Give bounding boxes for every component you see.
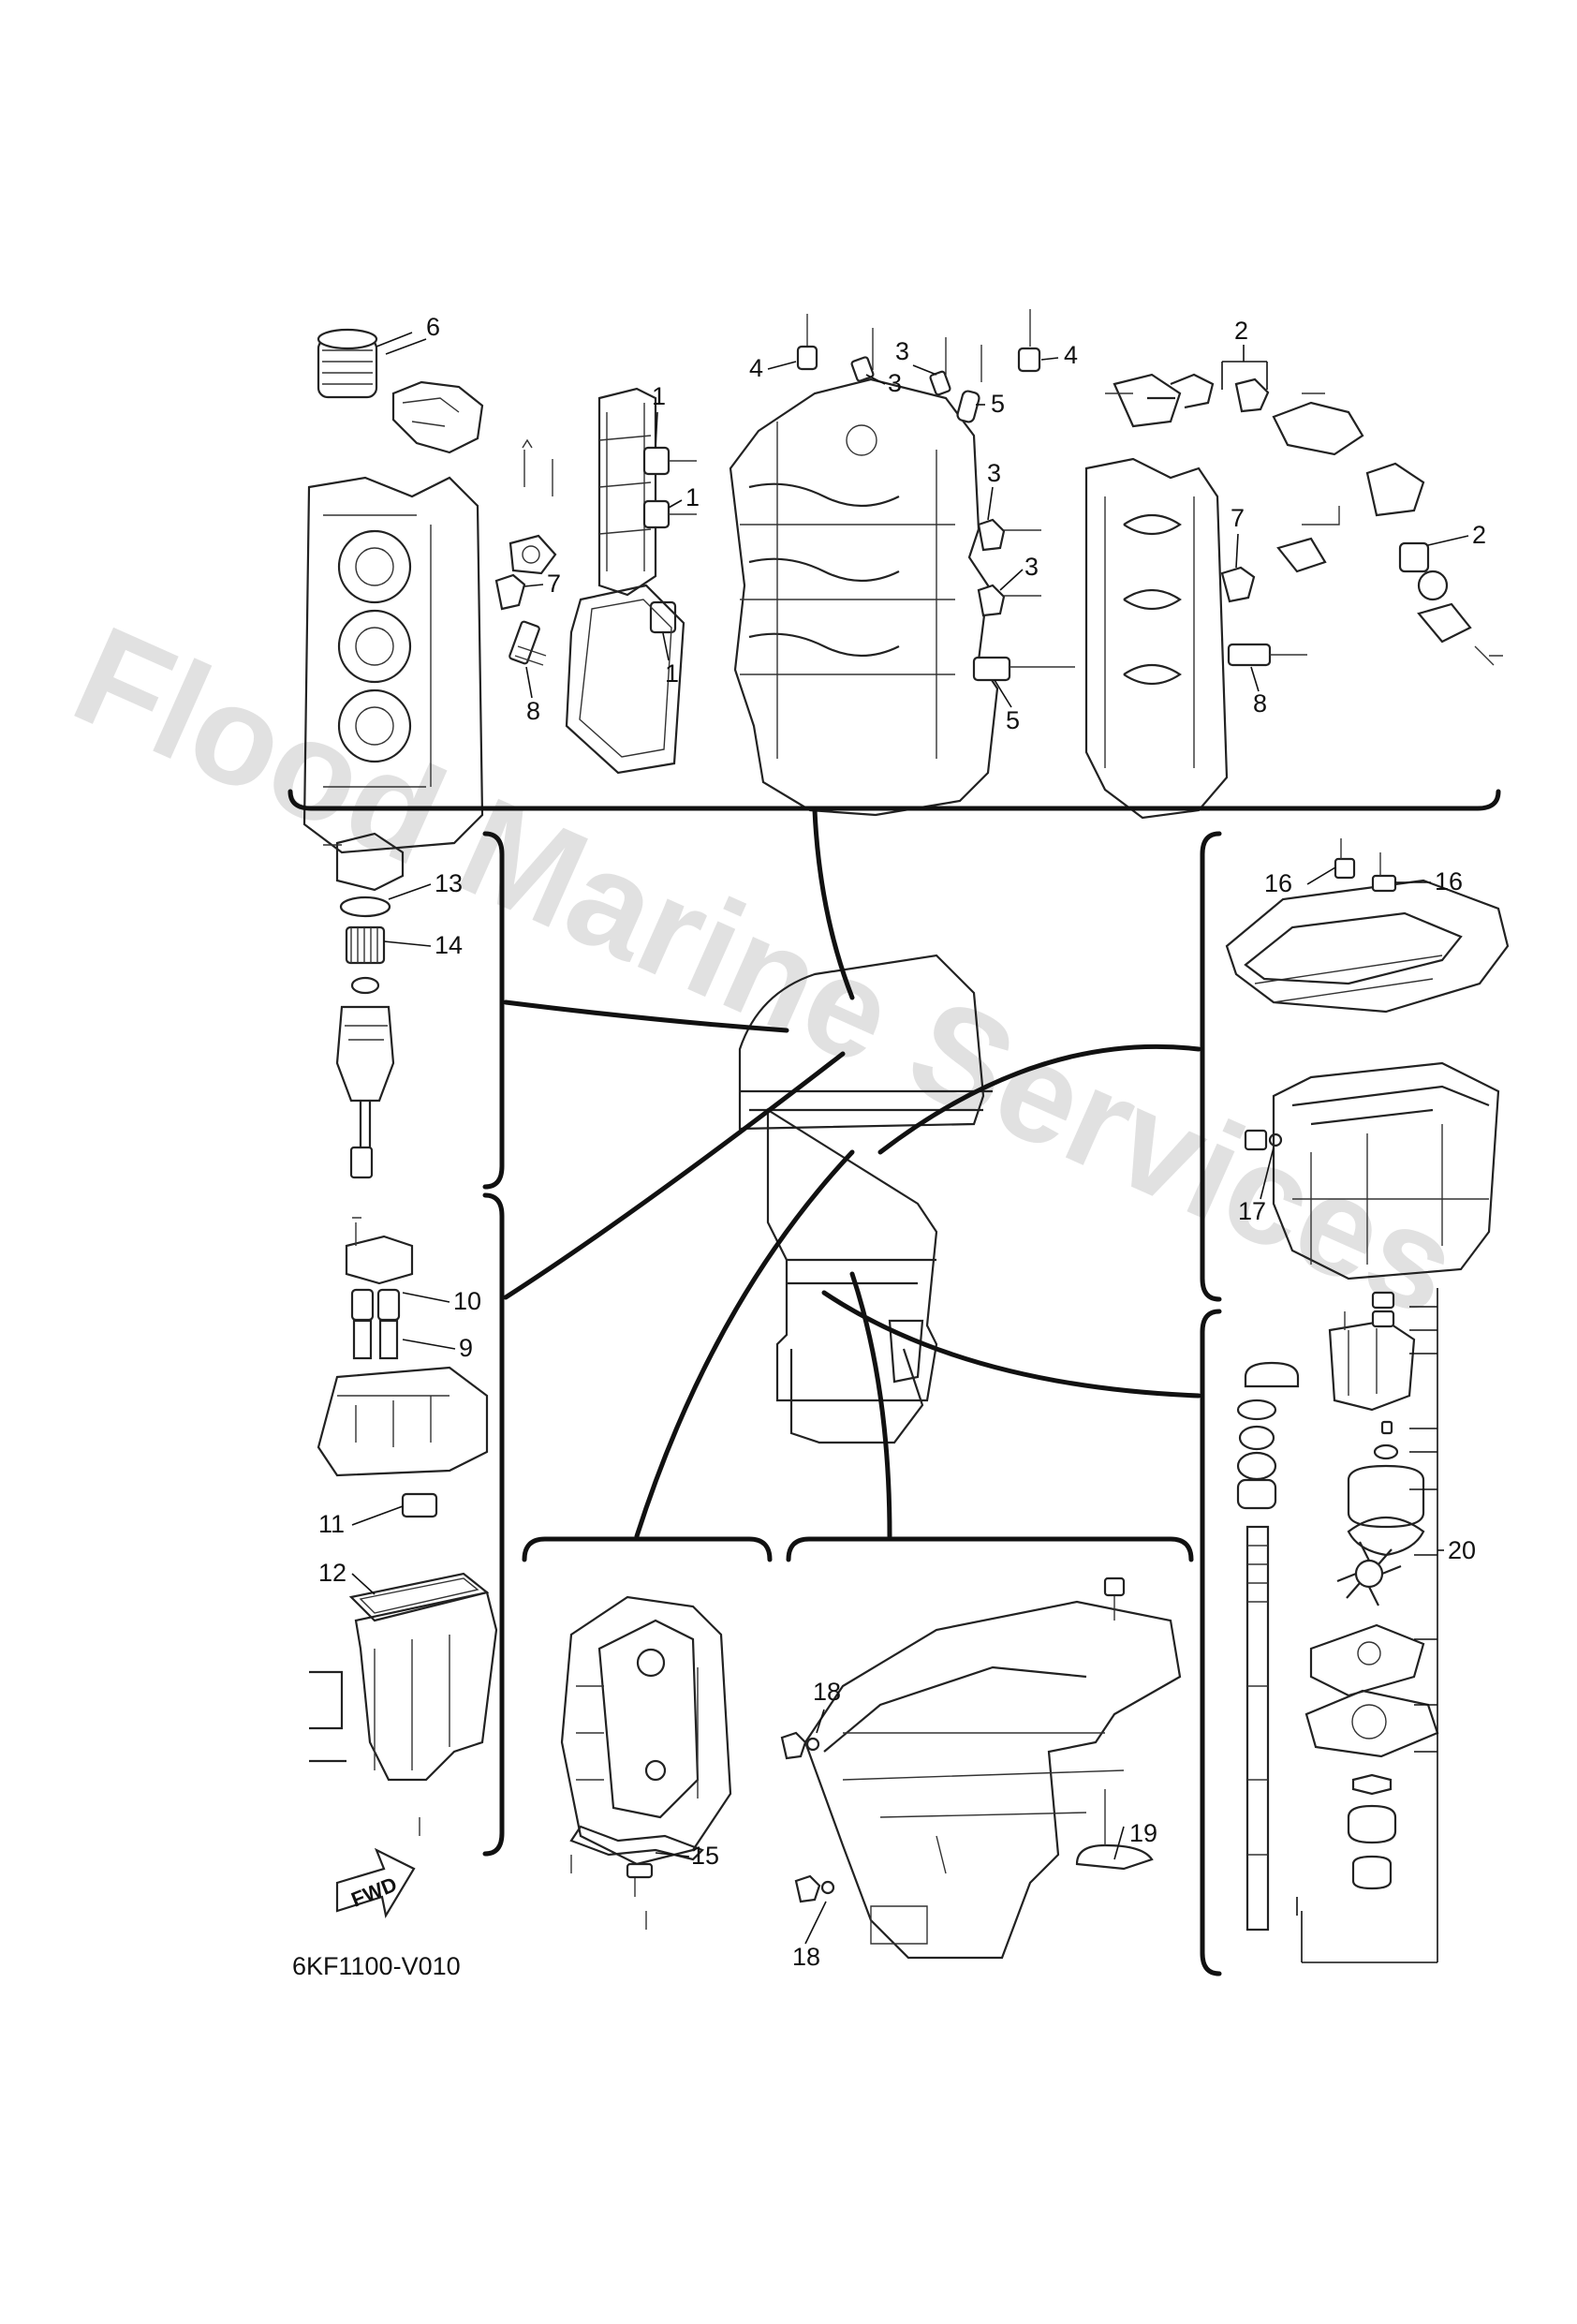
callout-1: 1 (665, 659, 679, 688)
callout-4: 4 (749, 354, 763, 382)
callout-2: 2 (1472, 521, 1486, 549)
swivel-bracket (560, 1595, 732, 1930)
right-panel (1200, 831, 1510, 1976)
callout-7: 7 (547, 570, 561, 598)
top-callouts: 6 4 4 3 3 3 3 5 5 2 2 1 1 1 7 7 8 8 (385, 313, 1486, 734)
callout-13: 13 (435, 869, 463, 897)
callout-1: 1 (652, 382, 666, 410)
callout-8: 8 (1253, 689, 1267, 718)
callout-14: 14 (435, 931, 463, 959)
callout-12: 12 (318, 1559, 346, 1587)
callout-11: 11 (318, 1510, 345, 1538)
callout-2: 2 (1234, 317, 1248, 345)
bottom-callouts: 18 18 19 15 (655, 1678, 1157, 1971)
callout-6: 6 (426, 313, 440, 341)
right-callouts: 16 16 17 20 (1238, 866, 1476, 1564)
outboard-silhouette (738, 954, 993, 1444)
callout-7: 7 (1231, 504, 1245, 532)
lower-casing (803, 1576, 1182, 1960)
callout-18: 18 (813, 1678, 841, 1706)
callout-18: 18 (792, 1943, 820, 1971)
callout-5: 5 (991, 390, 1005, 418)
callout-4: 4 (1064, 341, 1078, 369)
left-callouts: 13 14 10 9 11 12 (318, 869, 481, 1595)
diagram-code: 6KF1100-V010 (292, 1952, 461, 1980)
cylinder-block (729, 377, 999, 817)
callout-19: 19 (1129, 1819, 1157, 1847)
callout-10: 10 (453, 1287, 481, 1315)
callout-3: 3 (987, 459, 1001, 487)
callout-16: 16 (1264, 869, 1292, 897)
cylinder-head-right (1084, 457, 1229, 820)
connector-lines (503, 807, 1201, 1539)
callout-3: 3 (888, 369, 902, 397)
exhaust-cover (597, 387, 657, 597)
left-panel (309, 831, 505, 1857)
spark-plug-left (508, 620, 547, 666)
callout-3: 3 (895, 337, 909, 365)
bottom-center-panels (522, 1536, 1194, 1960)
top-section-engine (287, 309, 1503, 854)
callout-1: 1 (685, 483, 700, 511)
top-section-bracket (287, 789, 1501, 811)
callout-20: 20 (1448, 1536, 1476, 1564)
cylinder-head-left (302, 476, 484, 854)
callout-8: 8 (526, 697, 540, 725)
impeller (1336, 1541, 1402, 1606)
oil-filter (317, 328, 378, 399)
callout-15: 15 (691, 1842, 719, 1870)
fwd-arrow: FWD (335, 1847, 416, 1919)
callout-17: 17 (1238, 1197, 1266, 1225)
callout-9: 9 (459, 1334, 473, 1362)
callout-5: 5 (1006, 706, 1020, 734)
callout-16: 16 (1435, 867, 1463, 896)
callout-3: 3 (1024, 553, 1039, 581)
